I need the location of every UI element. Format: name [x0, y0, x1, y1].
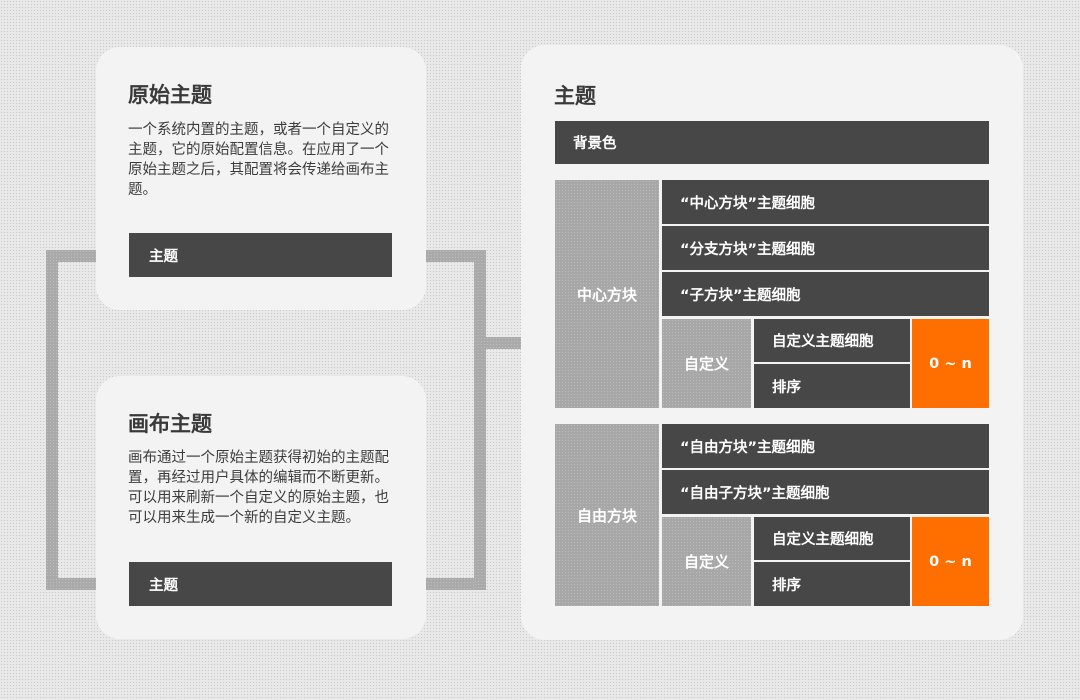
- connector-to-theme-panel: [474, 337, 524, 349]
- branch-block-theme-cell-row: “分支方块”主题细胞: [662, 226, 989, 270]
- canvas-theme-description: 画布通过一个原始主题获得初始的主题配置，再经过用户具体的编辑而不断更新。可以用来…: [128, 450, 389, 526]
- center-range-badge: 0 ~ n: [912, 319, 989, 408]
- free-block-group-label: 自由方块: [555, 424, 659, 606]
- connector-left-vertical: [46, 250, 58, 584]
- center-block-group-label: 中心方块: [555, 180, 659, 408]
- canvas-theme-bar-label: 主题: [149, 577, 178, 594]
- center-sort-row: 排序: [754, 364, 910, 408]
- free-custom-label: 自定义: [662, 517, 751, 606]
- free-sort-row: 排序: [754, 562, 910, 606]
- connector-right-vertical: [474, 250, 486, 590]
- sub-block-theme-cell-row: “子方块”主题细胞: [662, 272, 989, 316]
- center-custom-label: 自定义: [662, 319, 751, 408]
- canvas-theme-bar: 主题: [129, 562, 392, 606]
- theme-panel-title: 主题: [554, 84, 596, 108]
- background-color-row: 背景色: [555, 121, 989, 164]
- background-color-label: 背景色: [573, 136, 617, 152]
- center-block-theme-cell-row: “中心方块”主题细胞: [662, 180, 989, 224]
- free-sub-block-theme-cell-row: “自由子方块”主题细胞: [662, 470, 989, 514]
- center-custom-theme-cell-row: 自定义主题细胞: [754, 319, 910, 362]
- original-theme-description: 一个系统内置的主题，或者一个自定义的主题，它的原始配置信息。在应用了一个原始主题…: [128, 122, 389, 198]
- original-theme-bar: 主题: [129, 233, 392, 277]
- free-custom-theme-cell-row: 自定义主题细胞: [754, 517, 910, 560]
- original-theme-title: 原始主题: [128, 83, 212, 107]
- free-range-badge: 0 ~ n: [912, 517, 989, 606]
- canvas-theme-title: 画布主题: [128, 412, 212, 436]
- free-block-theme-cell-row: “自由方块”主题细胞: [662, 424, 989, 468]
- original-theme-bar-label: 主题: [149, 248, 178, 265]
